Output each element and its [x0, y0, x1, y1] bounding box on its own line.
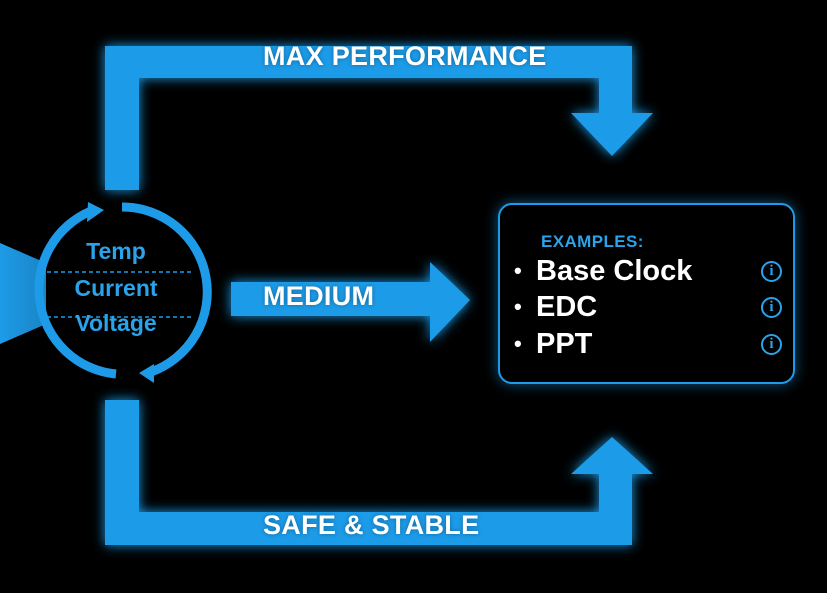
circular-arrows-icon	[34, 202, 212, 383]
safe-stable-path	[105, 400, 653, 545]
info-icon[interactable]: i	[761, 333, 782, 355]
max-performance-label: MAX PERFORMANCE	[263, 41, 547, 71]
cycle-item-current: Current	[74, 275, 158, 301]
example-label: EDC	[536, 290, 598, 323]
example-item-edc: • EDC i	[514, 291, 784, 323]
examples-title: EXAMPLES:	[541, 232, 644, 251]
info-icon[interactable]: i	[761, 260, 782, 282]
example-item-ppt: • PPT i	[514, 328, 784, 360]
medium-path	[231, 262, 470, 342]
cycle-arrowhead-bottom	[139, 364, 154, 383]
max-performance-path	[105, 46, 653, 190]
safe-stable-label: SAFE & STABLE	[263, 510, 480, 540]
bullet: •	[514, 258, 522, 283]
input-funnel	[0, 243, 46, 344]
cycle-arc-right	[121, 202, 212, 377]
example-label: Base Clock	[536, 254, 693, 287]
cycle-item-temp: Temp	[86, 238, 146, 264]
example-item-base-clock: • Base Clock i	[514, 255, 784, 287]
cycle-arrowhead-top	[87, 202, 104, 222]
examples-panel: EXAMPLES: • Base Clock i • EDC i • PPT i	[498, 203, 795, 384]
cycle-item-voltage: Voltage	[75, 310, 157, 336]
info-icon[interactable]: i	[761, 296, 782, 318]
cycle-arc-left	[34, 206, 117, 379]
medium-label: MEDIUM	[263, 281, 375, 311]
bullet: •	[514, 294, 522, 319]
example-label: PPT	[536, 327, 593, 360]
bullet: •	[514, 331, 522, 356]
